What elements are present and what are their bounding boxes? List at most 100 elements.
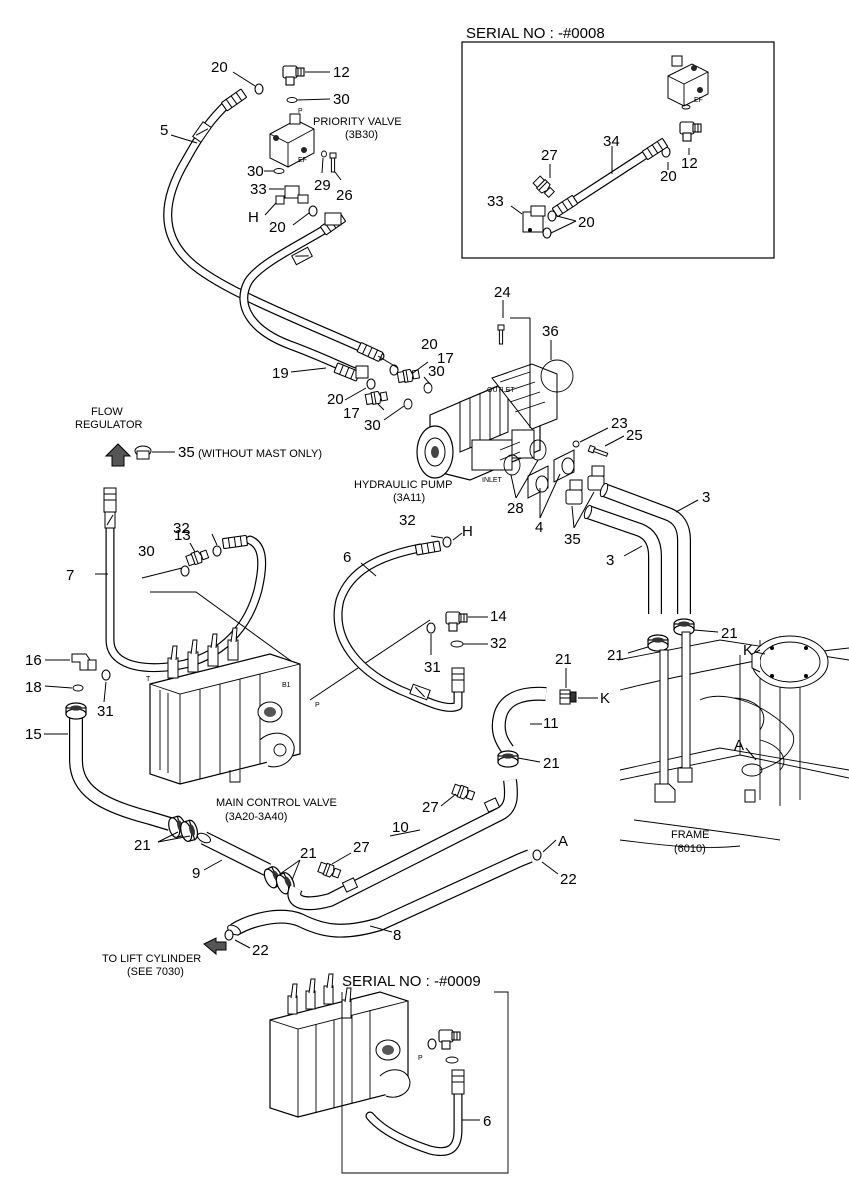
priority-valve: P EF — [269, 108, 315, 168]
callout-32-a: 32 — [173, 520, 190, 537]
outlet-label: OUTLET — [487, 387, 515, 394]
callout-29: 29 — [314, 177, 331, 194]
callout-5: 5 — [160, 122, 168, 139]
bolt-26 — [329, 152, 337, 173]
callout-23: 23 — [611, 415, 628, 432]
hose-clamp-21-left — [647, 634, 669, 652]
callout-12-inset: 12 — [681, 155, 698, 172]
serial-label-0008: SERIAL NO : -#0008 — [466, 25, 605, 42]
callout-7: 7 — [66, 567, 74, 584]
p-port-label-mcv: P — [315, 702, 320, 709]
to-lift-cylinder-code: (SEE 7030) — [127, 966, 184, 978]
bolt-25 — [587, 444, 609, 459]
callout-24: 24 — [494, 284, 511, 301]
p-port-label-priority: P — [298, 108, 303, 115]
callout-27-inset: 27 — [541, 147, 558, 164]
elbow-fitting-12-inset — [679, 121, 702, 142]
inlet-label: INLET — [482, 477, 503, 484]
callout-20-d: 20 — [327, 391, 344, 408]
nipple-27-inset — [531, 174, 557, 200]
o-ring-18 — [72, 684, 84, 692]
main-control-valve-code: (3A20-3A40) — [225, 811, 287, 823]
callout-36: 36 — [542, 323, 559, 340]
tee-fitting-33 — [275, 185, 309, 205]
callout-31-a: 31 — [424, 659, 441, 676]
elbow-fitting-inset — [438, 1029, 461, 1050]
o-ring-30-top — [286, 97, 298, 103]
callout-21-b: 21 — [607, 647, 624, 664]
washer-29 — [321, 150, 327, 158]
main-control-valve-label: MAIN CONTROL VALVE — [216, 797, 337, 809]
callout-30-e: 30 — [138, 543, 155, 560]
b1-port-label: B1 — [282, 682, 291, 689]
callout-35-a: 35 — [178, 444, 195, 461]
o-ring-30-lower — [273, 168, 285, 174]
callout-35-b: 35 — [564, 531, 581, 548]
callout-20-a: 20 — [211, 59, 228, 76]
plug-35 — [134, 445, 152, 460]
callout-32-b: 32 — [399, 512, 416, 529]
callout-33: 33 — [250, 181, 267, 198]
elbow-fitting-14 — [445, 611, 468, 632]
callout-6: 6 — [343, 549, 351, 566]
callout-34: 34 — [603, 133, 620, 150]
hydraulic-pump-code: (3A11) — [393, 492, 425, 504]
flow-regulator-label-2: REGULATOR — [75, 419, 142, 431]
callout-18: 18 — [25, 679, 42, 696]
o-ring-22-lower — [224, 929, 234, 941]
callout-20-inset-a: 20 — [578, 214, 595, 231]
elbow-fitting-12 — [282, 65, 305, 86]
callout-26: 26 — [336, 187, 353, 204]
callout-20-c: 20 — [421, 336, 438, 353]
ref-letter-a-frame: A — [734, 737, 744, 754]
callout-22-b: 22 — [252, 942, 269, 959]
callout-30-a: 30 — [333, 91, 350, 108]
ref-letter-a: A — [558, 833, 568, 850]
callout-8: 8 — [393, 927, 401, 944]
callout-30-b: 30 — [247, 163, 264, 180]
serial-label-0009: SERIAL NO : -#0009 — [342, 973, 481, 990]
ef-label-inset: EF — [694, 97, 703, 104]
callout-22-a: 22 — [560, 871, 577, 888]
flange-4 — [527, 449, 575, 499]
callout-20-b: 20 — [269, 219, 286, 236]
flow-regulator-label: FLOW — [91, 406, 123, 418]
elbow-fitting-16 — [71, 653, 97, 671]
callout-28: 28 — [507, 500, 524, 517]
callout-20-inset-b: 20 — [660, 168, 677, 185]
t-port-label: T — [146, 676, 151, 683]
callout-21-c: 21 — [134, 837, 151, 854]
callout-21-d: 21 — [543, 755, 560, 772]
o-ring-20-mid — [308, 205, 318, 217]
o-ring-20-top — [254, 83, 264, 95]
callout-19: 19 — [272, 365, 289, 382]
priority-valve-label: PRIORITY VALVE — [313, 116, 402, 128]
nipple-17-b — [364, 389, 389, 406]
priority-valve-code: (3B30) — [345, 129, 378, 141]
callout-3-b: 3 — [606, 552, 614, 569]
callout-27-b: 27 — [353, 839, 370, 856]
callout-21-a: 21 — [721, 625, 738, 642]
nipple-27-upper — [450, 782, 476, 803]
nipple-13 — [184, 547, 210, 568]
main-control-valve — [149, 627, 301, 785]
callout-21-e: 21 — [300, 845, 317, 862]
frame-assembly — [617, 631, 849, 848]
adapters-35 — [565, 465, 605, 505]
nipple-21-k — [559, 689, 577, 705]
ef-port-label: EF — [298, 157, 307, 164]
callout-13: 13 — [174, 527, 191, 544]
to-lift-cylinder-label: TO LIFT CYLINDER — [102, 953, 201, 965]
callout-6-inset: 6 — [483, 1113, 491, 1130]
main-control-valve-inset — [269, 973, 411, 1118]
bolt-24 — [497, 324, 505, 345]
callout-25: 25 — [626, 427, 643, 444]
callout-10: 10 — [392, 819, 409, 836]
callout-9: 9 — [192, 865, 200, 882]
flow-regulator-arrow — [104, 443, 132, 467]
priority-valve-inset: EF — [667, 55, 709, 110]
ref-letter-h-top: H — [248, 209, 259, 226]
hydraulic-pump — [416, 363, 558, 481]
o-ring-31-left — [101, 669, 111, 681]
